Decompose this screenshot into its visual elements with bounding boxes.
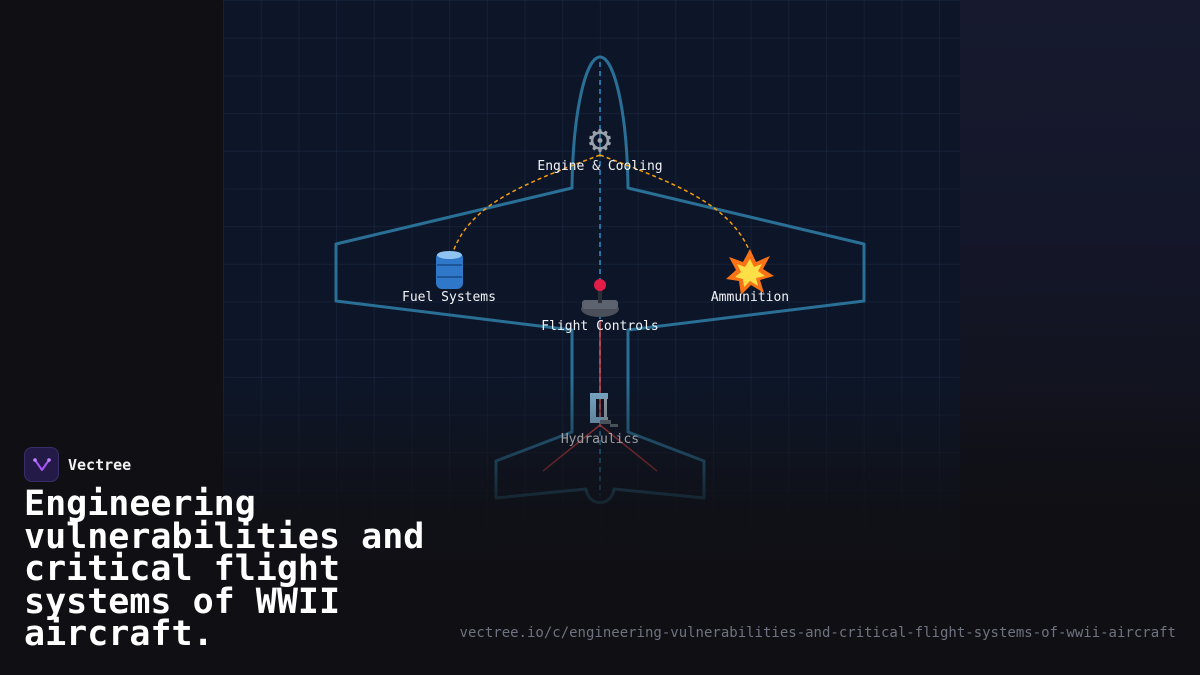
page-title: Engineering vulnerabilities and critical… [24, 484, 425, 654]
node-ammo[interactable]: Ammunition [711, 249, 789, 305]
node-fuel[interactable]: Fuel Systems [402, 251, 496, 305]
vectree-logo-icon [24, 447, 59, 482]
brand-name: Vectree [68, 455, 132, 474]
explosion-icon [726, 249, 774, 295]
node-controls-label: Flight Controls [541, 319, 658, 334]
node-controls[interactable]: Flight Controls [541, 279, 659, 334]
node-ammo-label: Ammunition [711, 290, 789, 305]
fuel-barrel-icon [436, 251, 463, 289]
link-engine-ammo [599, 154, 751, 253]
node-engine[interactable]: ⚙ Engine & Cooling [537, 117, 662, 174]
brand[interactable]: Vectree [24, 447, 131, 482]
link-engine-fuel [452, 154, 601, 253]
clamp-icon [590, 393, 618, 427]
node-fuel-label: Fuel Systems [402, 290, 496, 305]
joystick-icon [581, 279, 619, 317]
node-engine-label: Engine & Cooling [537, 159, 662, 174]
gear-icon: ⚙ [589, 117, 612, 161]
node-hydraulics-label: Hydraulics [561, 432, 639, 447]
page-url[interactable]: vectree.io/c/engineering-vulnerabilities… [459, 625, 1176, 641]
